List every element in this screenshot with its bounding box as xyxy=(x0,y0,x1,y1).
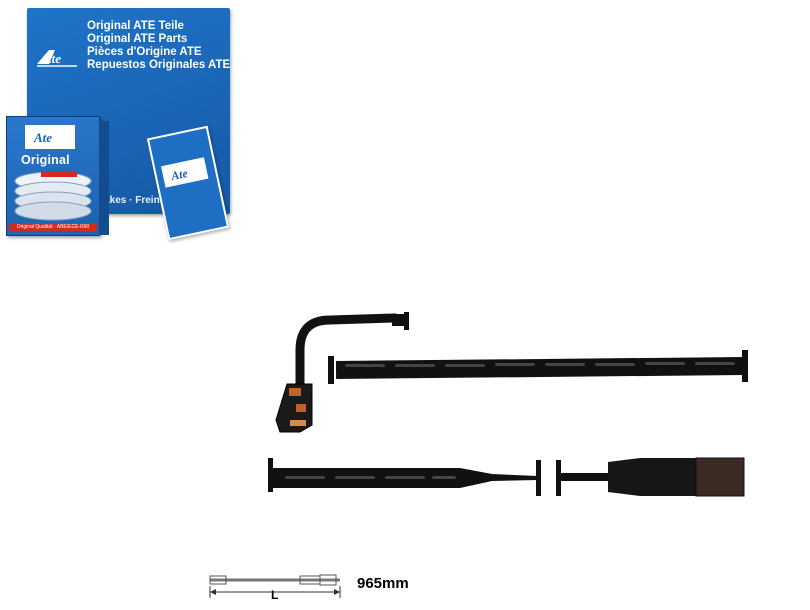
brake-pads-illustration xyxy=(14,171,92,221)
dimension-symbol: L xyxy=(271,588,279,602)
brake-pad-box: Ate Original Original Qualität · ABE/ECE… xyxy=(6,116,109,236)
sensor-probe-head xyxy=(275,312,409,433)
box-line-de: Original ATE Teile xyxy=(87,20,184,32)
box-line-en: Original ATE Parts xyxy=(87,33,188,45)
card-logo-text: Ate xyxy=(169,166,190,184)
ate-logo-icon: Ate xyxy=(37,50,77,67)
ate-logo-text: Ate xyxy=(42,51,61,66)
pad-box-side xyxy=(99,121,109,235)
box-line-fr: Pièces d'Origine ATE xyxy=(87,46,202,58)
box-strap-text: Brakes · Freins · Frenos xyxy=(93,195,208,206)
card-logo-icon: Ate xyxy=(160,157,209,188)
pad-box-title: Original xyxy=(21,153,70,167)
ate-info-card: Ate xyxy=(146,125,230,241)
box-title-lines: Original ATE Teile Original ATE Parts Pi… xyxy=(87,20,230,72)
dimension-diagram xyxy=(209,574,341,598)
sensor-cable-lower-left xyxy=(268,458,541,496)
pad-box-logo-icon: Ate xyxy=(25,125,75,149)
box-line-es: Repuestos Originales ATE xyxy=(87,59,231,71)
pad-box-logo-text: Ate xyxy=(33,130,52,145)
sensor-cable-upper xyxy=(328,350,748,384)
length-label: 965mm xyxy=(357,575,409,592)
pad-box-badge: Original Qualität · ABE/ECE-R90 xyxy=(9,223,97,231)
sensor-connector xyxy=(556,457,745,497)
